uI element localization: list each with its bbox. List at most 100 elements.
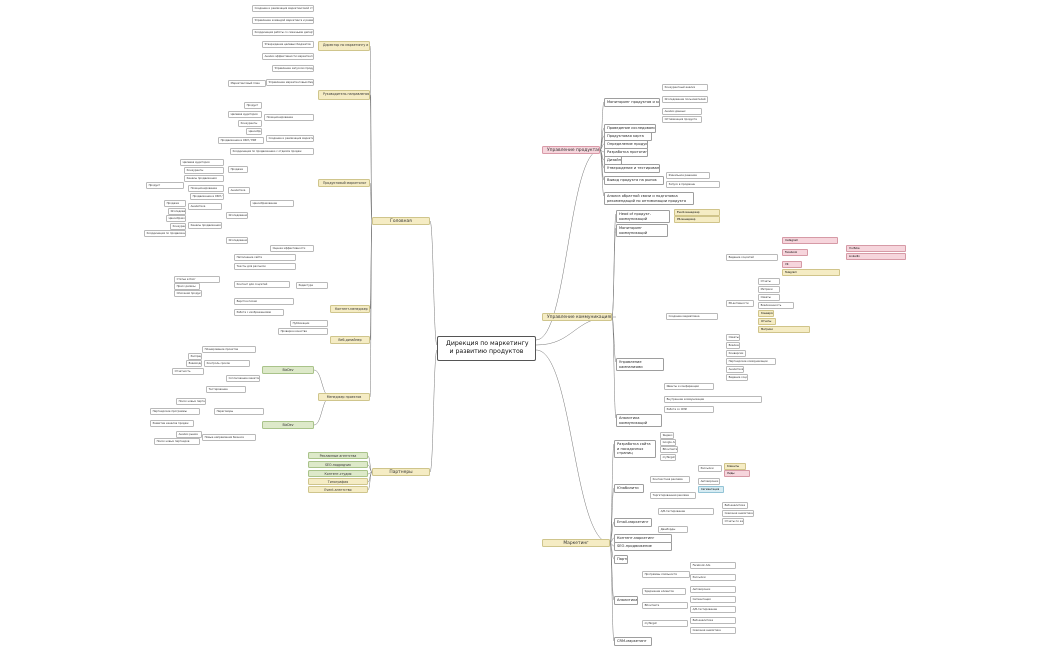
komm-report[interactable]: Отчеты <box>758 318 776 325</box>
komm-item[interactable]: Создание медиаплана <box>666 313 718 320</box>
golovnaya-prodakt[interactable]: Продуктовый маркетолог <box>318 179 370 187</box>
marketing-sub-item[interactable]: Яндекс.Директ <box>660 432 674 439</box>
seo-item[interactable]: Описания продуктов <box>174 290 202 297</box>
komm-item[interactable]: Ивенты и конференции <box>664 383 714 390</box>
golovnaya-veb[interactable]: Веб-дизайнер <box>330 336 370 344</box>
produkt-item[interactable]: Утверждение и тестирование <box>604 164 660 173</box>
director-item[interactable]: Координация работы со смежными департаме… <box>252 29 314 36</box>
produkt-sub-item[interactable]: Оптимизация продукта <box>662 116 702 123</box>
bizdev-item[interactable]: Анализ рынка <box>176 431 202 438</box>
dizayn-item[interactable]: Отчетность <box>172 368 204 375</box>
prodakt-deep-item[interactable]: Продажи <box>164 200 186 207</box>
komm-monitoring[interactable]: Мониторинг коммуникаций <box>616 224 668 238</box>
dizayn-item[interactable]: Тестирование <box>206 386 246 393</box>
marketing-tag[interactable]: Лиды <box>724 470 750 477</box>
prodakt-item[interactable]: Позиционирование <box>264 114 314 121</box>
bizdev-item[interactable]: Развитие каналов продаж <box>150 420 194 427</box>
komm-report[interactable]: Вовлеченность <box>726 342 740 349</box>
marketing-sub-item[interactable]: Автоворонки <box>698 478 720 485</box>
prodakt-item[interactable]: Продвижение в CRM / ERP <box>218 137 264 144</box>
golovnaya-dizayn[interactable]: Менеджер проектов <box>318 393 370 401</box>
komm-tag[interactable]: YouTube <box>846 245 906 252</box>
komm-report[interactable]: Отчеты <box>758 278 780 285</box>
marketing-sub-item[interactable]: Веб-аналитика <box>722 502 748 509</box>
marketing-sub-item[interactable]: ВКонтакте <box>660 446 678 453</box>
komm-tag[interactable]: VK <box>782 261 802 268</box>
prodakt-item[interactable]: Продажи <box>228 166 248 173</box>
seo-item[interactable]: Статьи в блог <box>174 276 220 283</box>
prodakt-item[interactable]: Ценообразование <box>246 128 262 135</box>
komm-tag[interactable]: Facebook <box>782 249 808 256</box>
marketing-sub-item[interactable]: Дашборды <box>658 526 688 533</box>
bizdev-item[interactable]: Поиск новых партнеров <box>176 398 206 405</box>
marketing-sub-item[interactable]: Рассылки <box>698 465 722 472</box>
director-item[interactable]: Управление командой маркетинга и развити… <box>252 17 314 24</box>
prodakt-item[interactable]: Исследования <box>226 237 248 244</box>
komm-item[interactable]: Внутренние коммуникации <box>664 396 762 403</box>
marketing-item[interactable]: Контекстная реклама <box>650 476 690 483</box>
komm-head-tag[interactable]: Event-менеджер <box>674 209 720 216</box>
marketing-sub-item[interactable]: Отчеты по каналам <box>722 518 744 525</box>
director-item[interactable]: Управление запуском продуктов <box>272 65 314 72</box>
komm-tag[interactable]: Instagram <box>782 237 838 244</box>
prodakt-item[interactable]: Ценообразование <box>250 200 294 207</box>
marketing-sub-item[interactable]: Сквозная аналитика <box>722 510 754 517</box>
komm-tag[interactable]: Telegram <box>782 269 840 276</box>
prodakt-deep-item[interactable]: Целевая аудитория <box>180 159 224 166</box>
seo-item[interactable]: Пресс-релизы <box>174 283 200 290</box>
produkt-sub-item[interactable]: Конкурентный анализ <box>662 84 708 91</box>
prodakt-item[interactable]: Целевая аудитория <box>228 111 262 118</box>
komm-item[interactable]: Аналитика коммуникаций <box>616 414 662 428</box>
marketing-item[interactable]: CRM-маркетинг <box>614 637 652 646</box>
golovnaya-director[interactable]: Директор по маркетингу и развитию продук… <box>318 41 370 51</box>
prodakt-item[interactable]: Продукт <box>244 102 262 109</box>
marketing-sub-item[interactable]: Автоворонки <box>690 586 736 593</box>
bizdev-item[interactable]: Переговоры <box>214 408 264 415</box>
prodakt-deep-item[interactable]: Координация по продвижению с отделом про… <box>144 230 186 237</box>
marketing-sub-item[interactable]: Рассылки <box>690 574 736 581</box>
komm-tag[interactable]: LinkedIn <box>846 253 906 260</box>
produkt-sub-item[interactable]: Исследование пользователей <box>662 96 708 103</box>
marketing-sub-item[interactable]: Сквозная аналитика <box>690 627 736 634</box>
branch-partnery[interactable]: Партнеры <box>372 468 430 476</box>
partner-item[interactable]: Типография <box>308 478 368 485</box>
marketing-sub-item[interactable]: Удержание клиентов <box>642 588 686 595</box>
bizdev-item[interactable]: Поиск новых партнеров <box>154 438 200 445</box>
seo-item[interactable]: Верстка писем <box>234 298 294 305</box>
komm-report[interactable]: Конверсии <box>758 310 774 317</box>
produkt-sub-item[interactable]: Запуск в продакшн <box>666 181 720 188</box>
marketing-sub-item[interactable]: Google Ads <box>660 439 676 446</box>
dizayn-item[interactable]: Взаимодействие с подрядчиками <box>186 360 202 367</box>
seo-item[interactable]: Публикации <box>290 320 328 327</box>
marketing-item[interactable]: Юзабилити <box>614 484 644 493</box>
komm-item[interactable]: Работа со СМИ <box>664 406 714 413</box>
prodakt-deep-item[interactable]: Исследования <box>168 208 186 215</box>
komm-report[interactable]: Охваты <box>758 294 780 301</box>
produkt-item[interactable]: Вывод продукта на рынок <box>604 176 664 185</box>
marketing-sub-item[interactable]: myTarget <box>660 454 676 461</box>
marketing-sub-item[interactable]: A/B-тестирование <box>690 606 736 613</box>
bizdev-item[interactable]: Новые направления бизнеса <box>202 434 256 441</box>
produkt-sub-item[interactable]: Финальное решение <box>666 172 710 179</box>
golovnaya-rukovoditel[interactable]: Руководитель направления интернет-маркет… <box>318 90 370 100</box>
produkt-item[interactable]: Разработка прототипов <box>604 148 648 157</box>
prodakt-deep-item[interactable]: Конкуренты <box>170 223 186 230</box>
branch-upravlenie-kommunikaciyami[interactable]: Управление коммуникациями <box>542 313 612 321</box>
marketing-sub-item[interactable]: A/B-тестирование <box>658 508 714 515</box>
marketing-sub-item[interactable]: myTarget <box>642 620 688 627</box>
dizayn-item[interactable]: Планирование проектов <box>202 346 256 353</box>
komm-head[interactable]: Head of продукт-коммуникаций <box>616 210 670 224</box>
prodakt-item[interactable]: Конкуренты <box>238 120 262 127</box>
marketing-sub-item[interactable]: Facebook Ads <box>690 562 736 569</box>
golovnaya-bizdev-a[interactable]: BizDev <box>262 366 314 374</box>
dizayn-item[interactable]: Распределение задач <box>188 353 202 360</box>
dizayn-item[interactable]: Согласование макетов <box>226 375 260 382</box>
komm-item[interactable]: Аналитика коммуникаций <box>726 366 744 373</box>
prodakt-item[interactable]: Оценка эффективности <box>270 245 314 252</box>
komm-report[interactable]: Метрики <box>758 286 780 293</box>
bizdev-item[interactable]: Партнерские программы <box>150 408 200 415</box>
marketing-sub-item[interactable]: ВКонтакте <box>642 602 688 609</box>
golovnaya-bizdev-b[interactable]: BizDev <box>262 421 314 429</box>
komm-item[interactable]: Партнерские коммуникации <box>726 358 776 365</box>
seo-item[interactable]: Проверка качества <box>278 328 328 335</box>
